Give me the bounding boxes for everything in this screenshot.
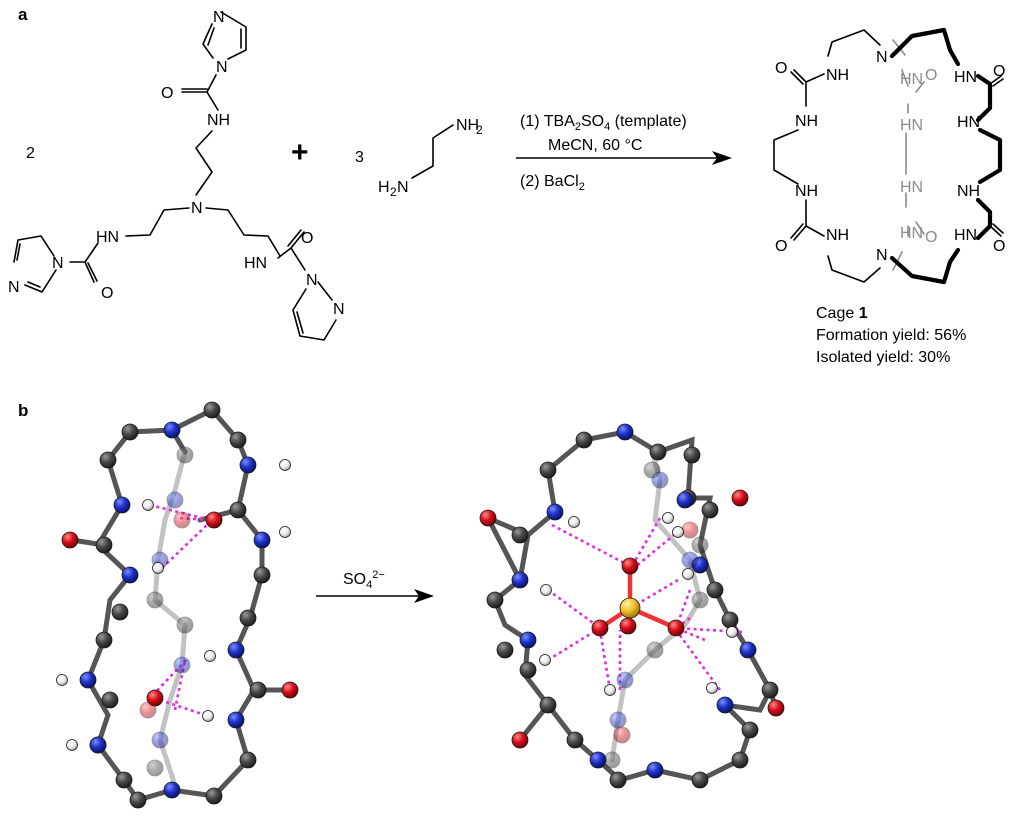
atom-nh: NH	[826, 227, 849, 244]
atom-nh2: NH	[456, 117, 479, 134]
atom-hn-back: HN	[900, 179, 923, 196]
atom-o: O	[993, 238, 1005, 255]
atom-nh: NH	[826, 67, 849, 84]
atom-hn: HN	[244, 255, 267, 272]
atom-h2n: H	[378, 179, 390, 196]
atom-hn-back: HN	[900, 71, 923, 88]
atom-n: N	[52, 255, 64, 272]
atom-nh: NH	[795, 113, 818, 130]
reaction-conditions: (1) TBA2SO4 (template) MeCN, 60 °C (2) B…	[516, 113, 732, 193]
atom-o-back: O	[925, 67, 937, 84]
isolated-yield: Isolated yield: 30%	[816, 349, 950, 366]
formation-yield: Formation yield: 56%	[816, 327, 966, 344]
atom-n-bridgehead-bot: N	[876, 247, 888, 264]
atom-n-bridgehead-top: N	[876, 49, 888, 66]
atom-hn: HN	[96, 229, 119, 246]
atom-nh: NH	[795, 183, 818, 200]
free-cage-model	[56, 401, 299, 809]
atom-o: O	[775, 238, 787, 255]
tripodal-reactant: 2 N N O NH N HN O N N HN O N N	[8, 9, 345, 341]
sulfate-binding-arrow: SO42−	[316, 569, 434, 603]
panel-b-label: b	[18, 401, 28, 420]
atom-h2n-sub: 2	[390, 185, 397, 199]
atom-o: O	[301, 230, 313, 247]
conditions-line3: (2) BaCl2	[520, 173, 585, 193]
atom-h2n-n: N	[397, 179, 409, 196]
atom-o: O	[161, 85, 173, 102]
atom-n: N	[8, 279, 20, 296]
cage-1-structure: HN O HN HN HN O N N NH O NH NH O NH HN O…	[773, 27, 1005, 285]
atom-hn-back: HN	[900, 225, 923, 242]
sulfate-cage-model	[479, 423, 785, 789]
atom-nh: NH	[957, 183, 980, 200]
panel-a-label: a	[18, 5, 28, 24]
atom-n: N	[306, 272, 318, 289]
plus-sign: +	[291, 136, 309, 169]
cage-name: Cage 1	[816, 305, 868, 322]
conditions-line1: (1) TBA2SO4 (template)	[520, 113, 687, 133]
atom-n-central: N	[191, 200, 203, 217]
atom-o: O	[775, 60, 787, 77]
atom-hn: HN	[957, 114, 980, 131]
arrowhead-a	[712, 151, 732, 165]
cage-caption: Cage 1 Formation yield: 56% Isolated yie…	[816, 305, 966, 366]
arrowhead-b	[414, 589, 434, 603]
conditions-line2: MeCN, 60 °C	[548, 137, 642, 154]
atom-hn-back: HN	[900, 117, 923, 134]
atom-o-back: O	[925, 229, 937, 246]
atom-o: O	[101, 285, 113, 302]
arrow-label-sulfate: SO42−	[343, 569, 385, 591]
coef-tripodal: 2	[26, 145, 35, 162]
atom-n: N	[333, 301, 345, 318]
atom-nh: NH	[207, 112, 230, 129]
atom-hn: HN	[954, 69, 977, 86]
atom-o: O	[993, 63, 1005, 80]
sulfur-atom	[619, 597, 641, 619]
atom-n: N	[216, 59, 228, 76]
ethylenediamine: 3 NH 2 H 2 N	[355, 117, 483, 199]
coef-diamine: 3	[355, 149, 364, 166]
atom-n: N	[213, 9, 225, 26]
atom-hn: HN	[954, 227, 977, 244]
atom-nh2-sub: 2	[476, 123, 483, 137]
